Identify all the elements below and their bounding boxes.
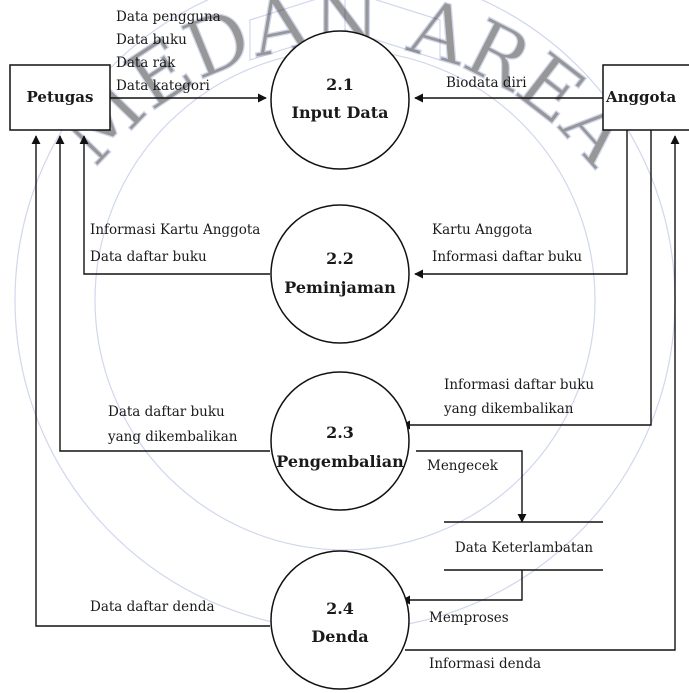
label-yang-dikembalikan-petugas: yang dikembalikan xyxy=(107,429,238,445)
process-pengembalian-id: 2.3 xyxy=(326,423,354,442)
process-peminjaman-name: Peminjaman xyxy=(284,278,396,297)
process-denda: 2.4 Denda xyxy=(270,550,410,690)
label-mengecek: Mengecek xyxy=(427,458,499,474)
process-denda-id: 2.4 xyxy=(326,599,354,618)
flow-peminjaman-to-petugas xyxy=(79,135,270,275)
label-yang-dikembalikan-anggota: yang dikembalikan xyxy=(443,401,574,417)
process-denda-name: Denda xyxy=(311,627,368,646)
process-input-data-name: Input Data xyxy=(292,103,389,122)
label-kartu-anggota: Kartu Anggota xyxy=(432,222,532,238)
label-data-rak: Data rak xyxy=(116,55,176,71)
flow-anggota-to-pengembalian xyxy=(401,130,652,430)
entity-anggota-label: Anggota xyxy=(605,88,676,106)
entity-petugas: Petugas xyxy=(9,64,111,131)
label-memproses: Memproses xyxy=(429,610,509,626)
process-pengembalian-name: Pengembalian xyxy=(276,452,404,471)
entity-anggota: Anggota xyxy=(602,64,689,131)
label-data-pengguna: Data pengguna xyxy=(116,9,221,25)
datastore-keterlambatan: Data Keterlambatan xyxy=(444,521,603,571)
label-data-daftar-buku-kembali: Data daftar buku xyxy=(108,404,225,420)
process-input-data: 2.1 Input Data xyxy=(270,30,410,170)
label-data-buku: Data buku xyxy=(116,32,187,48)
label-informasi-kartu-anggota: Informasi Kartu Anggota xyxy=(90,222,260,238)
process-peminjaman: 2.2 Peminjaman xyxy=(270,204,410,344)
flow-lines xyxy=(31,93,680,651)
process-pengembalian: 2.3 Pengembalian xyxy=(270,371,410,511)
flow-pengembalian-to-petugas xyxy=(55,135,270,452)
flow-store-to-denda xyxy=(401,570,523,605)
datastore-label: Data Keterlambatan xyxy=(455,540,594,556)
watermark-book-icon xyxy=(249,0,441,61)
flow-labels: Data pengguna Data buku Data rak Data ka… xyxy=(90,9,594,672)
label-data-kategori: Data kategori xyxy=(116,78,211,94)
label-data-daftar-buku: Data daftar buku xyxy=(90,249,207,265)
label-informasi-denda: Informasi denda xyxy=(429,656,541,672)
label-biodata-diri: Biodata diri xyxy=(446,75,527,91)
flow-denda-to-petugas xyxy=(31,135,270,627)
label-informasi-daftar-buku-kembali: Informasi daftar buku xyxy=(444,377,594,393)
flow-pengembalian-to-store xyxy=(416,450,527,523)
flow-denda-to-anggota xyxy=(405,135,680,651)
flow-anggota-to-peminjaman xyxy=(414,130,628,279)
label-informasi-daftar-buku: Informasi daftar buku xyxy=(432,249,582,265)
label-data-daftar-denda: Data daftar denda xyxy=(90,599,215,615)
entity-petugas-label: Petugas xyxy=(27,88,94,106)
process-peminjaman-id: 2.2 xyxy=(326,249,354,268)
process-input-data-id: 2.1 xyxy=(326,75,354,94)
